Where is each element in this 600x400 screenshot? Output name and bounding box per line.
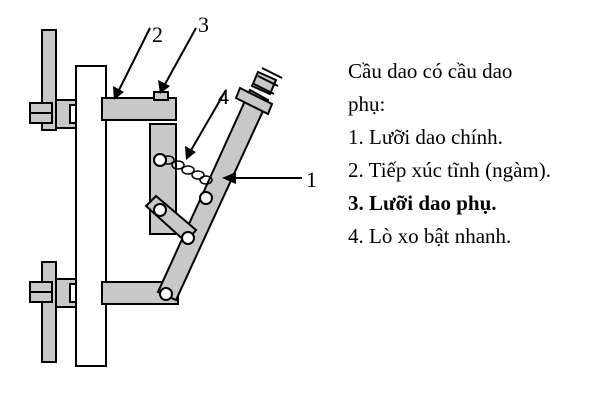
caption-item-3: 3. Lưỡi dao phụ.: [348, 191, 497, 215]
callout-1: 1: [306, 167, 317, 192]
arrowhead-4: [185, 146, 196, 160]
caption-item-1: 1. Lưỡi dao chính.: [348, 125, 503, 149]
caption-title-line1: Cầu dao có cầu dao: [348, 59, 513, 83]
callout-2: 2: [152, 22, 163, 47]
caption-title-line2: phụ:: [348, 92, 386, 116]
pin: [199, 191, 213, 205]
pin: [153, 203, 167, 217]
mounting-plate-bottom: [41, 261, 57, 363]
caption: Cầu dao có cầu dao phụ: 1. Lưỡi dao chín…: [348, 55, 596, 253]
arrowhead-2: [113, 86, 124, 100]
leader-line-3: [163, 27, 197, 87]
pin: [181, 231, 195, 245]
static-contact-top: [101, 97, 177, 121]
leader-line-4: [189, 89, 227, 153]
leader-line-2: [117, 27, 151, 93]
arrowhead-1: [222, 172, 236, 184]
caption-item-4: 4. Lò xo bật nhanh.: [348, 224, 512, 248]
caption-item-2: 2. Tiếp xúc tĩnh (ngàm).: [348, 158, 551, 182]
pin: [153, 153, 167, 167]
callout-3: 3: [198, 12, 209, 37]
arrowhead-3: [158, 80, 170, 94]
callout-4: 4: [218, 84, 229, 109]
blade-handle: [234, 67, 283, 116]
spring: [161, 155, 213, 185]
pin: [159, 287, 173, 301]
